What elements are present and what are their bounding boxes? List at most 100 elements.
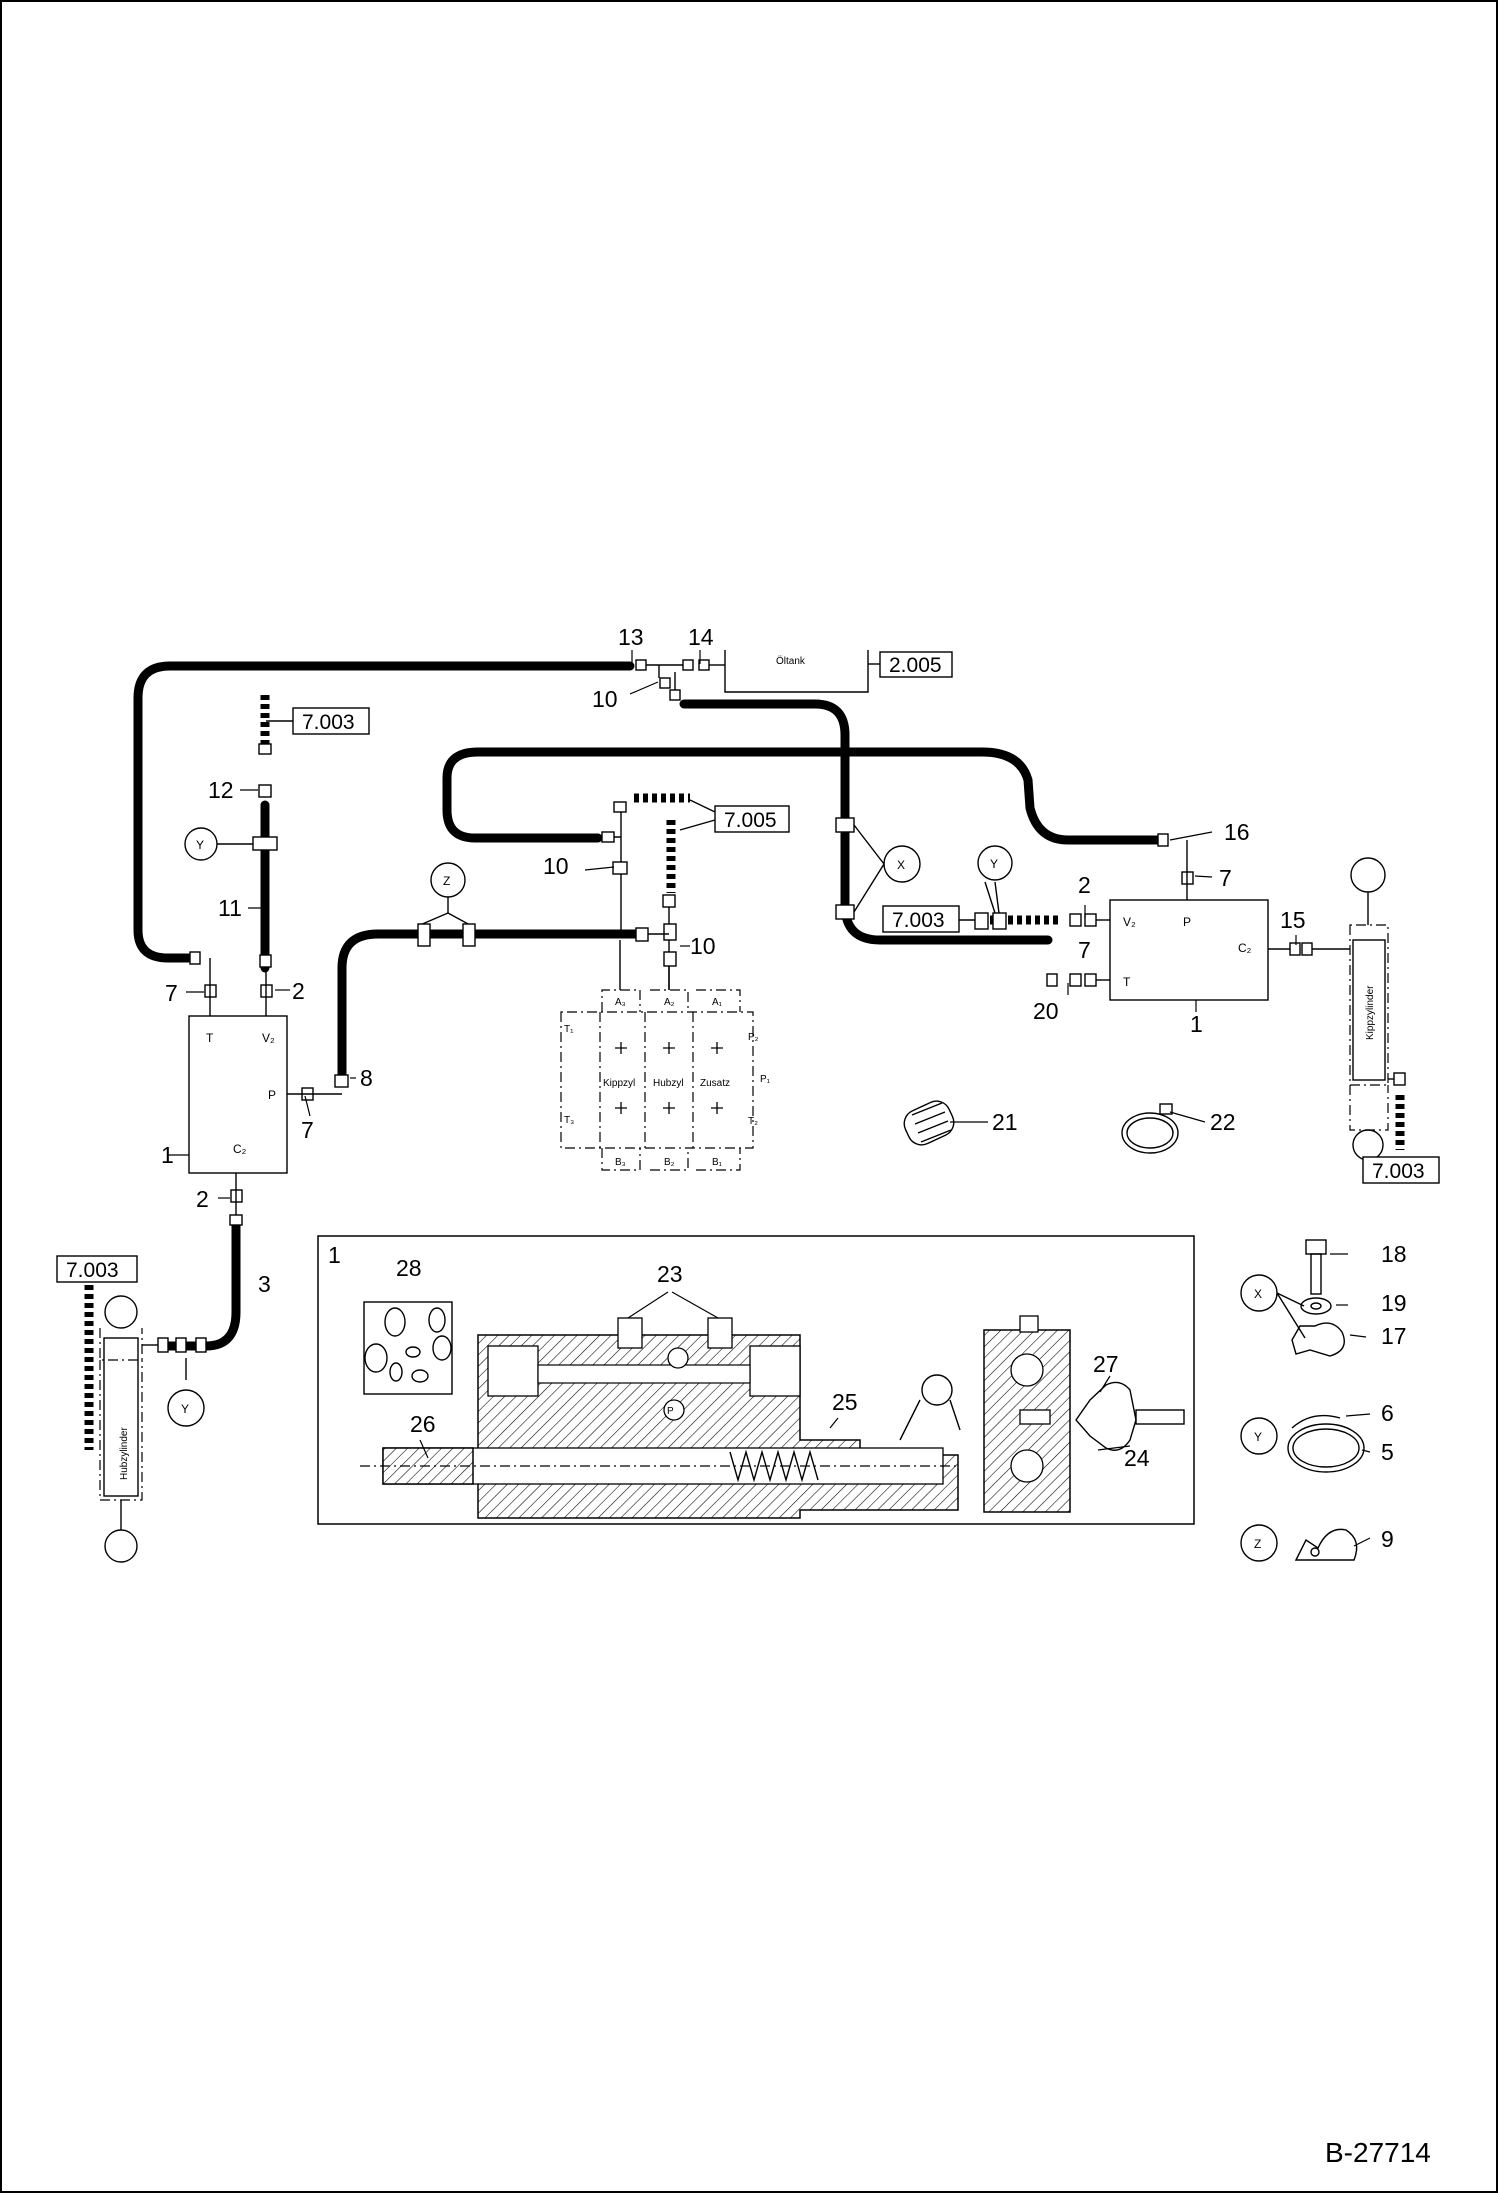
main-control-valve: A₃ A₂ A₁ B₃ B₂ B₁ T₁ T₃ P₂ P₁ T₂ Kippzyl… — [560, 801, 771, 1171]
detail-frame-1: P — [317, 1235, 1195, 1525]
port-t1: T₁ — [564, 1024, 574, 1035]
part-22[interactable]: 22 — [1210, 1109, 1236, 1135]
spring-sleeve-21 — [903, 1100, 955, 1146]
part-24[interactable]: 24 — [1124, 1445, 1150, 1471]
left-block-body — [188, 1015, 288, 1174]
right-port-c2: C₂ — [1238, 941, 1252, 955]
right-block-body — [1109, 899, 1269, 1001]
part-15[interactable]: 15 — [1280, 907, 1306, 933]
part-26[interactable]: 26 — [410, 1411, 436, 1437]
part-21[interactable]: 21 — [992, 1109, 1018, 1135]
part-1-detail[interactable]: 1 — [328, 1242, 341, 1268]
port-a1: A₁ — [712, 997, 723, 1008]
part-16[interactable]: 16 — [1224, 819, 1250, 845]
hubzylinder-cylinder: Hubzylinder Y — [99, 1295, 207, 1563]
view-y-right: Y — [990, 857, 998, 871]
part-28[interactable]: 28 — [396, 1255, 422, 1281]
left-port-t: T — [206, 1031, 214, 1045]
clamp-details: X Y Z — [1240, 1239, 1365, 1562]
port-t3: T₃ — [564, 1115, 574, 1126]
section-hubzyl: Hubzyl — [653, 1078, 684, 1089]
clamp-z-assembly: Z — [417, 862, 476, 947]
part-10-right[interactable]: 10 — [690, 933, 716, 959]
hose-8 — [337, 929, 641, 1083]
part-10-top[interactable]: 10 — [592, 686, 618, 712]
part-2-left-bottom[interactable]: 2 — [196, 1186, 209, 1212]
part-14[interactable]: 14 — [688, 624, 714, 650]
ref-7003-top[interactable]: 7.003 — [302, 711, 355, 734]
part-7-left-p[interactable]: 7 — [301, 1117, 314, 1143]
part-5[interactable]: 5 — [1381, 1439, 1394, 1465]
right-port-t: T — [1123, 975, 1131, 989]
ref-2005[interactable]: 2.005 — [889, 654, 942, 677]
oil-tank: Öltank 2.005 — [635, 650, 953, 701]
ref-7003-left[interactable]: 7.003 — [66, 1259, 119, 1282]
hubzylinder-label: Hubzylinder — [119, 1427, 130, 1480]
part-6[interactable]: 6 — [1381, 1400, 1394, 1426]
part-1-left[interactable]: 1 — [161, 1142, 174, 1168]
view-x-detail: X — [1254, 1287, 1262, 1301]
part-1-right[interactable]: 1 — [1190, 1011, 1203, 1037]
part-18[interactable]: 18 — [1381, 1241, 1407, 1267]
port-b2: B₂ — [664, 1157, 675, 1168]
port-a2: A₂ — [664, 997, 675, 1008]
reference-boxes: 7.003 7.005 7.003 7.003 7.003 — [56, 707, 1440, 1283]
part-27[interactable]: 27 — [1093, 1351, 1119, 1377]
view-x: X — [897, 858, 905, 872]
view-y-hub: Y — [181, 1402, 189, 1416]
leader-lines — [168, 650, 1371, 1547]
view-z-detail: Z — [1254, 1537, 1261, 1551]
part-23[interactable]: 23 — [657, 1261, 683, 1287]
part-3[interactable]: 3 — [258, 1271, 271, 1297]
hoses — [133, 661, 1163, 1351]
part-7-right-top[interactable]: 7 — [1219, 865, 1232, 891]
kippzylinder-label: Kippzylinder — [1365, 985, 1376, 1040]
left-port-c2: C₂ — [233, 1142, 247, 1156]
ref-7003-right[interactable]: 7.003 — [1372, 1160, 1425, 1183]
port-t2: T₂ — [748, 1116, 758, 1127]
drawing-number: B-27714 — [1325, 2137, 1431, 2168]
part-17[interactable]: 17 — [1381, 1323, 1407, 1349]
left-control-block: T V₂ P C₂ Y — [184, 743, 349, 1226]
left-port-v2: V₂ — [262, 1031, 275, 1045]
port-p2: P₂ — [748, 1032, 759, 1043]
part-12[interactable]: 12 — [208, 777, 234, 803]
svg-text:P: P — [667, 1406, 674, 1417]
part-25[interactable]: 25 — [832, 1389, 858, 1415]
kippzylinder-cylinder: Kippzylinder — [1349, 857, 1406, 1161]
right-port-p: P — [1183, 915, 1191, 929]
oil-tank-label: Öltank — [776, 655, 806, 667]
part-10-mid[interactable]: 10 — [543, 853, 569, 879]
ref-7003-mid[interactable]: 7.003 — [892, 909, 945, 932]
part-11[interactable]: 11 — [218, 895, 242, 921]
part-19[interactable]: 19 — [1381, 1290, 1407, 1316]
hose-clamp-22 — [1121, 1103, 1179, 1154]
part-7-right-t[interactable]: 7 — [1078, 937, 1091, 963]
right-control-block: V₂ P C₂ T Y — [950, 833, 1350, 1001]
part-2-left-top[interactable]: 2 — [292, 978, 305, 1004]
port-b1: B₁ — [712, 1157, 723, 1168]
part-numbers: 13 14 10 12 11 7 2 8 7 1 2 3 10 10 16 7 … — [161, 624, 1407, 1552]
part-2-right[interactable]: 2 — [1078, 872, 1091, 898]
port-a3: A₃ — [615, 997, 626, 1008]
part-9[interactable]: 9 — [1381, 1526, 1394, 1552]
part-13[interactable]: 13 — [618, 624, 644, 650]
port-b3: B₃ — [615, 1157, 626, 1168]
part-20[interactable]: 20 — [1033, 998, 1059, 1024]
left-port-p: P — [268, 1088, 276, 1102]
view-y-detail: Y — [1254, 1430, 1262, 1444]
hose-13 — [133, 661, 635, 963]
part-7-left[interactable]: 7 — [165, 980, 178, 1006]
view-z: Z — [443, 874, 450, 888]
section-zusatz: Zusatz — [700, 1078, 730, 1089]
ref-box-2005[interactable] — [879, 651, 953, 678]
port-p1: P₁ — [760, 1074, 771, 1085]
ref-7005[interactable]: 7.005 — [724, 809, 777, 832]
right-port-v2: V₂ — [1123, 915, 1136, 929]
part-8[interactable]: 8 — [360, 1065, 373, 1091]
view-y-left: Y — [196, 838, 204, 852]
clamp-x-assembly: X — [835, 817, 921, 920]
